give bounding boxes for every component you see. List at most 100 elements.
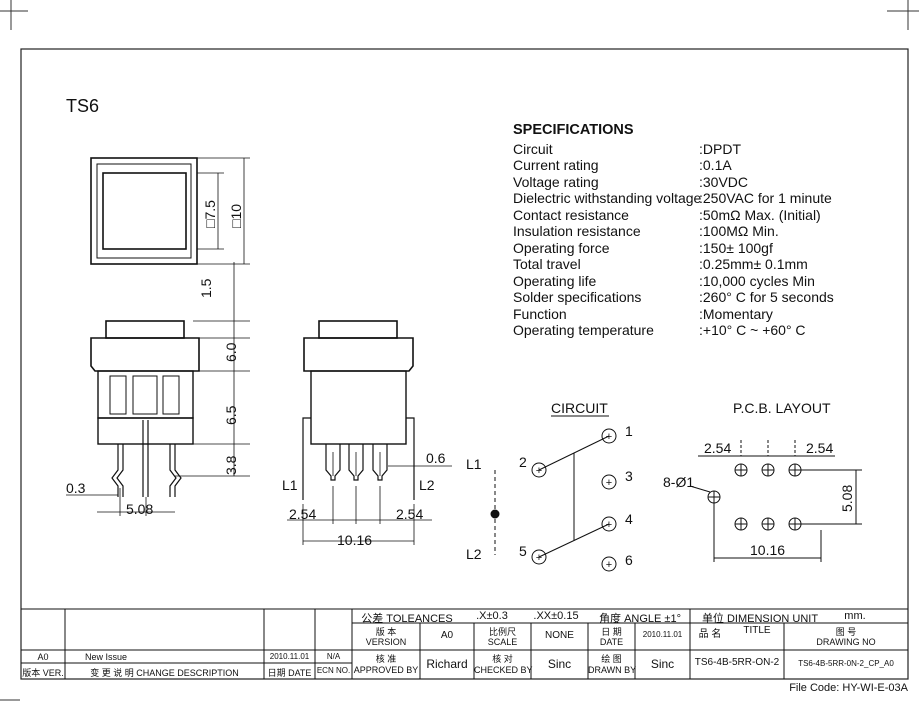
spec-row-travel: Total travel :0.25mm± 0.1mm	[513, 256, 834, 273]
spec-row-current: Current rating:0.1A	[513, 157, 834, 174]
spec-row-force: Operating force:150± 100gf	[513, 240, 834, 257]
title-cn: 品 名	[698, 629, 722, 640]
spec-label: Current rating	[513, 157, 599, 173]
dim-6-5: 6.5	[223, 405, 239, 425]
spec-row-insulation: Insulation resistance :100MΩ Min.	[513, 223, 834, 240]
dim-3-8: 3.8	[223, 455, 239, 475]
spec-label: Operating force	[513, 239, 610, 256]
drawn-en: DRAWN BY	[588, 665, 637, 675]
date-en: DATE	[599, 637, 624, 647]
lead-L1: L1	[282, 477, 298, 493]
version-value: A0	[440, 630, 454, 641]
tolerances-label: 公差 TOLEANCES	[361, 613, 453, 625]
top-view	[90, 157, 250, 265]
checked-value: Sinc	[547, 657, 572, 671]
circuit-pin-4: 4	[625, 511, 633, 527]
ecn-value: N/A	[326, 652, 341, 661]
dim-top-inner: □7.5	[202, 200, 218, 228]
spec-label: Voltage rating	[513, 173, 599, 190]
revision-value: A0	[37, 652, 49, 662]
circuit-pin-1: 1	[625, 423, 633, 439]
spec-value: :0.25mm± 0.1mm	[699, 256, 808, 272]
spec-label: Solder specifications	[513, 289, 642, 305]
drawn-value: Sinc	[650, 657, 675, 671]
dim-top-outer: □10	[228, 204, 244, 228]
spec-label: Operating life	[513, 272, 597, 289]
approved-en: APPROVED BY	[353, 665, 419, 675]
drawing-frame	[20, 48, 909, 680]
spec-label: Insulation resistance	[513, 223, 641, 239]
pcb-pitch-left: 2.54	[704, 440, 731, 456]
svg-text:+: +	[606, 519, 612, 531]
spec-label: Circuit	[513, 140, 553, 157]
specifications-table: SPECIFICATIONS Circuit:DPDT Current rati…	[513, 122, 834, 339]
tolerance-xx: .XX±0.15	[533, 610, 579, 622]
dim-6-0: 6.0	[223, 342, 239, 362]
approved-value: Richard	[426, 657, 468, 671]
pcb-row-spacing: 5.08	[839, 485, 855, 512]
angle-tolerance: 角度 ANGLE ±1°	[599, 613, 681, 625]
revision-date-value: 2010.11.01	[269, 652, 310, 661]
dim-2-54-right: 2.54	[396, 506, 423, 522]
dimension-unit-value: mm.	[844, 610, 866, 622]
pcb-heading: P.C.B. LAYOUT	[733, 400, 831, 416]
svg-text:+: +	[536, 465, 542, 477]
drawing-no-value: TS6-4B-5RR-0N-2_CP_A0	[798, 659, 894, 668]
drawing-no-cn: 图 号	[835, 627, 857, 637]
svg-text:+: +	[606, 431, 612, 443]
tolerance-x: .X±0.3	[476, 610, 508, 622]
side-view	[287, 320, 452, 545]
pcb-width: 10.16	[750, 542, 785, 558]
spec-label: Operating temperature	[513, 322, 654, 338]
pcb-layout	[689, 440, 862, 562]
drawn-cn: 绘 图	[601, 654, 622, 664]
dim-2-54-left: 2.54	[289, 506, 316, 522]
spec-value: :50mΩ Max. (Initial)	[699, 206, 821, 223]
col-date: 日期 DATE	[267, 668, 312, 678]
dimension-unit-label: 单位 DIMENSION UNIT	[701, 613, 819, 625]
version-en: VERSION	[365, 637, 407, 647]
circuit-L2: L2	[466, 546, 482, 562]
circuit-pin-plus: +++ +++	[536, 431, 612, 571]
spec-value: :260° C for 5 seconds	[699, 289, 834, 305]
dim-1-5: 1.5	[198, 278, 214, 298]
svg-text:+: +	[606, 477, 612, 489]
col-version: 版本 VER.	[22, 668, 64, 678]
circuit-pin-6: 6	[625, 552, 633, 568]
scale-value: NONE	[545, 630, 574, 641]
spec-label: Dielectric withstanding voltage	[513, 190, 702, 206]
col-ecn: ECN NO.	[316, 666, 351, 675]
spec-row-life: Operating life :10,000 cycles Min	[513, 273, 834, 290]
pcb-hole: 8-Ø1	[663, 474, 694, 490]
spec-value: :Momentary	[699, 305, 773, 322]
spec-row-dielectric: Dielectric withstanding voltage:250VAC f…	[513, 190, 834, 207]
pcb-pitch-right: 2.54	[806, 440, 833, 456]
checked-en: CHECKED BY	[474, 665, 533, 675]
spec-value: :100MΩ Min.	[699, 223, 779, 239]
title-value: TS6-4B-5RR-ON-2	[694, 657, 780, 668]
circuit-heading: CIRCUIT	[551, 400, 608, 416]
spec-label: Contact resistance	[513, 206, 629, 223]
col-change-description: 变 更 说 明 CHANGE DESCRIPTION	[90, 668, 239, 678]
spec-value: :30VDC	[699, 173, 749, 190]
spec-row-function: Function:Momentary	[513, 306, 834, 323]
part-title: TS6	[66, 96, 99, 116]
drawing-no-en: DRAWING NO	[816, 637, 876, 647]
spec-row-circuit: Circuit :DPDT	[513, 141, 834, 158]
title-block-grid	[21, 608, 908, 679]
date-cn: 日 期	[601, 627, 622, 637]
svg-text:+: +	[536, 552, 542, 564]
spec-value: :10,000 cycles Min	[699, 272, 815, 289]
spec-value: :DPDT	[699, 140, 741, 157]
spec-row-contact: Contact resistance :50mΩ Max. (Initial)	[513, 207, 834, 224]
scale-en: SCALE	[487, 637, 518, 647]
title-en: TITLE	[743, 625, 771, 636]
lead-L2: L2	[419, 477, 435, 493]
spec-label: Total travel	[513, 256, 581, 272]
version-cn: 版 本	[375, 627, 397, 637]
dim-5-08: 5.08	[126, 501, 153, 517]
date-value: 2010.11.01	[642, 630, 683, 639]
dim-10-16: 10.16	[337, 532, 372, 548]
